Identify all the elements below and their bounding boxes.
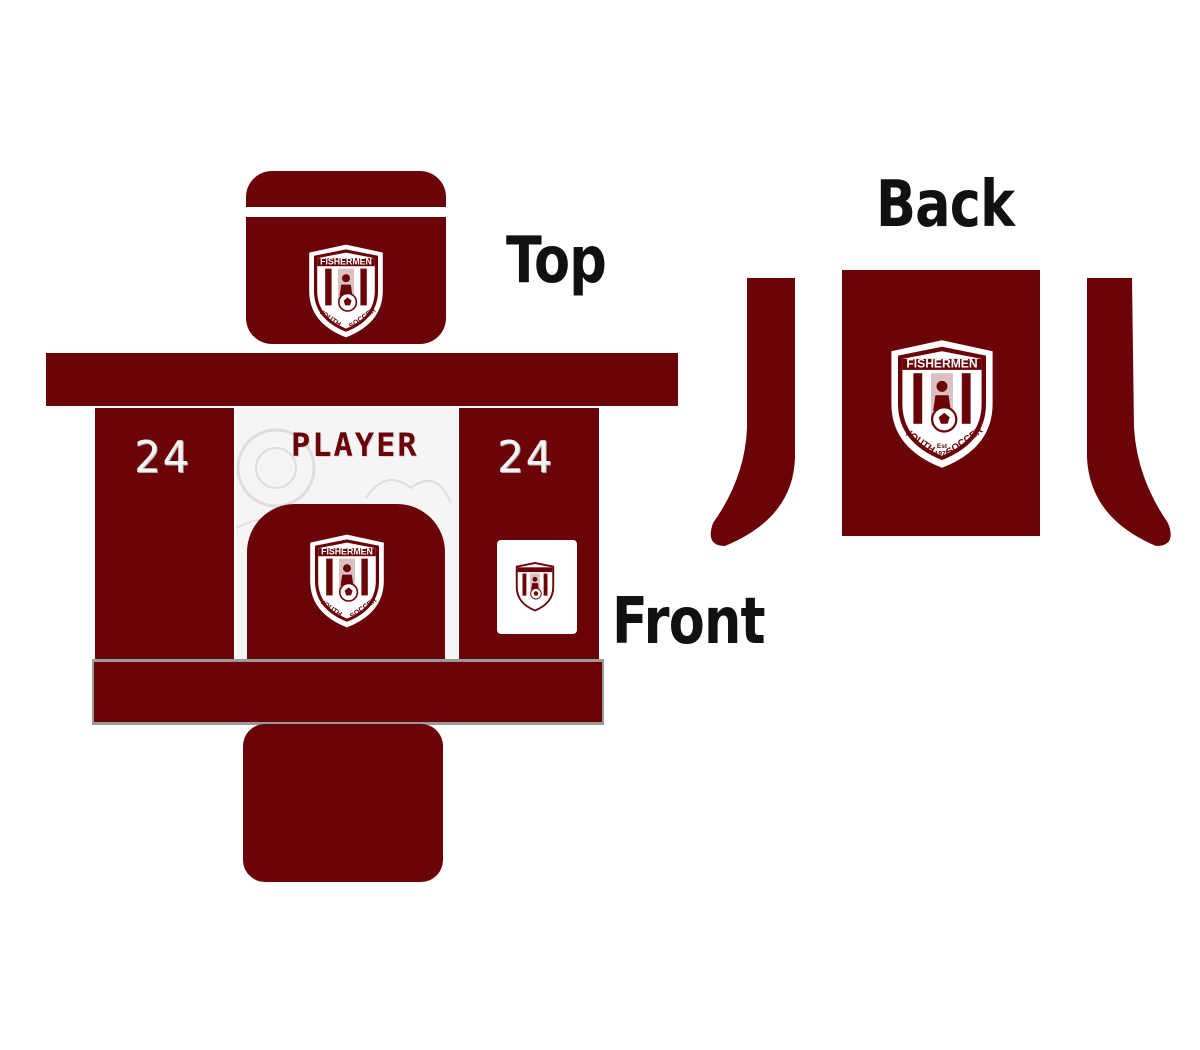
lower-band — [94, 662, 602, 722]
back-crest-logo: FISHERMEN YOUTH SOCCER Est 1975 — [890, 339, 994, 469]
crest-name-text: FISHERMEN — [321, 547, 373, 557]
number-right: 24 — [497, 432, 554, 483]
back-left-strap — [710, 278, 795, 546]
player-name: PLAYER — [291, 426, 419, 464]
label-front: Front — [612, 585, 766, 659]
crest-name-text: FISHERMEN — [320, 257, 372, 267]
label-top: Top — [506, 224, 607, 298]
bottom-panel — [243, 724, 443, 882]
back-right-strap — [1087, 278, 1171, 546]
crest-year-text: 1975 — [935, 451, 950, 458]
front-left-panel — [95, 408, 234, 660]
label-back: Back — [876, 168, 1015, 242]
top-crest-logo: FISHERMEN YOUTH SOCCER — [308, 243, 384, 339]
crest-est-text: Est — [937, 443, 948, 450]
crest-name-text: FISHERMEN — [906, 357, 977, 371]
small-crest-logo — [512, 558, 558, 616]
upper-band — [46, 353, 678, 406]
top-panel-stripe — [246, 207, 446, 217]
number-left: 24 — [134, 432, 191, 483]
front-crest-logo: FISHERMEN YOUTH SOCCER — [309, 533, 385, 629]
